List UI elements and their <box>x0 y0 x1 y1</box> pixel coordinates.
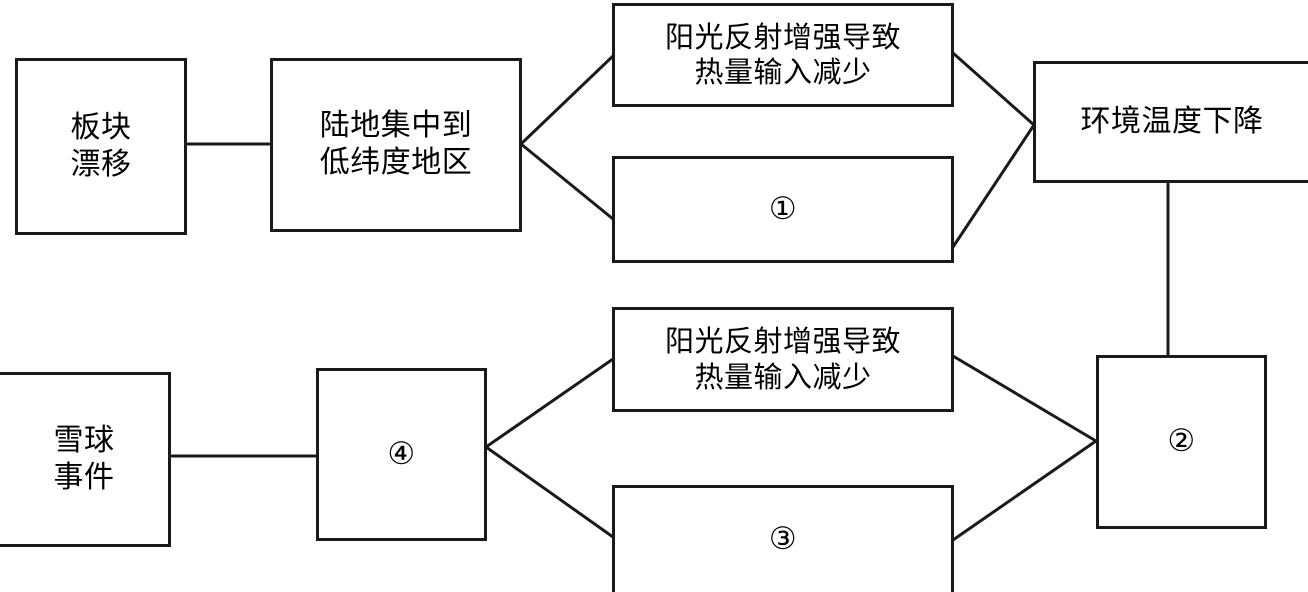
link-sunlight-bottom-to-blank-two <box>952 354 1097 443</box>
link-blank-four-to-sunlight-bottom <box>485 357 614 449</box>
node-blank-three-label: ③ <box>768 521 798 558</box>
node-sunlight-reflection-bottom[interactable]: 阳光反射增强导致 热量输入减少 <box>612 307 954 412</box>
node-blank-two[interactable]: ② <box>1096 355 1267 529</box>
node-sunlight-reflection-top-label: 阳光反射增强导致 热量输入减少 <box>664 19 901 89</box>
link-land-to-blank-one <box>520 142 614 221</box>
node-land-low-latitude-label: 陆地集中到 低纬度地区 <box>319 108 473 180</box>
node-blank-three[interactable]: ③ <box>612 485 954 592</box>
node-temperature-drop-label: 环境温度下降 <box>1080 103 1264 139</box>
node-blank-one-label: ① <box>768 190 798 227</box>
node-land-low-latitude[interactable]: 陆地集中到 低纬度地区 <box>270 58 522 232</box>
node-sunlight-reflection-bottom-label: 阳光反射增强导致 热量输入减少 <box>664 324 901 394</box>
node-plate-drift[interactable]: 板块 漂移 <box>15 58 187 235</box>
node-snowball-event-label: 雪球 事件 <box>53 422 115 495</box>
node-snowball-event[interactable]: 雪球 事件 <box>0 372 171 547</box>
link-land-to-sunlight-top <box>519 54 615 146</box>
node-blank-two-label: ② <box>1167 423 1196 460</box>
link-blank-three-to-blank-two <box>952 439 1097 542</box>
link-blank-one-to-temperature-drop <box>951 124 1036 248</box>
node-blank-one[interactable]: ① <box>612 156 954 263</box>
node-plate-drift-label: 板块 漂移 <box>70 109 132 182</box>
link-sunlight-top-to-temperature-drop <box>952 51 1035 127</box>
node-blank-four[interactable]: ④ <box>316 368 487 541</box>
node-sunlight-reflection-top[interactable]: 阳光反射增强导致 热量输入减少 <box>612 3 954 107</box>
node-blank-four-label: ④ <box>387 435 416 472</box>
node-temperature-drop[interactable]: 环境温度下降 <box>1033 61 1308 183</box>
link-blank-four-to-blank-three <box>485 445 614 539</box>
